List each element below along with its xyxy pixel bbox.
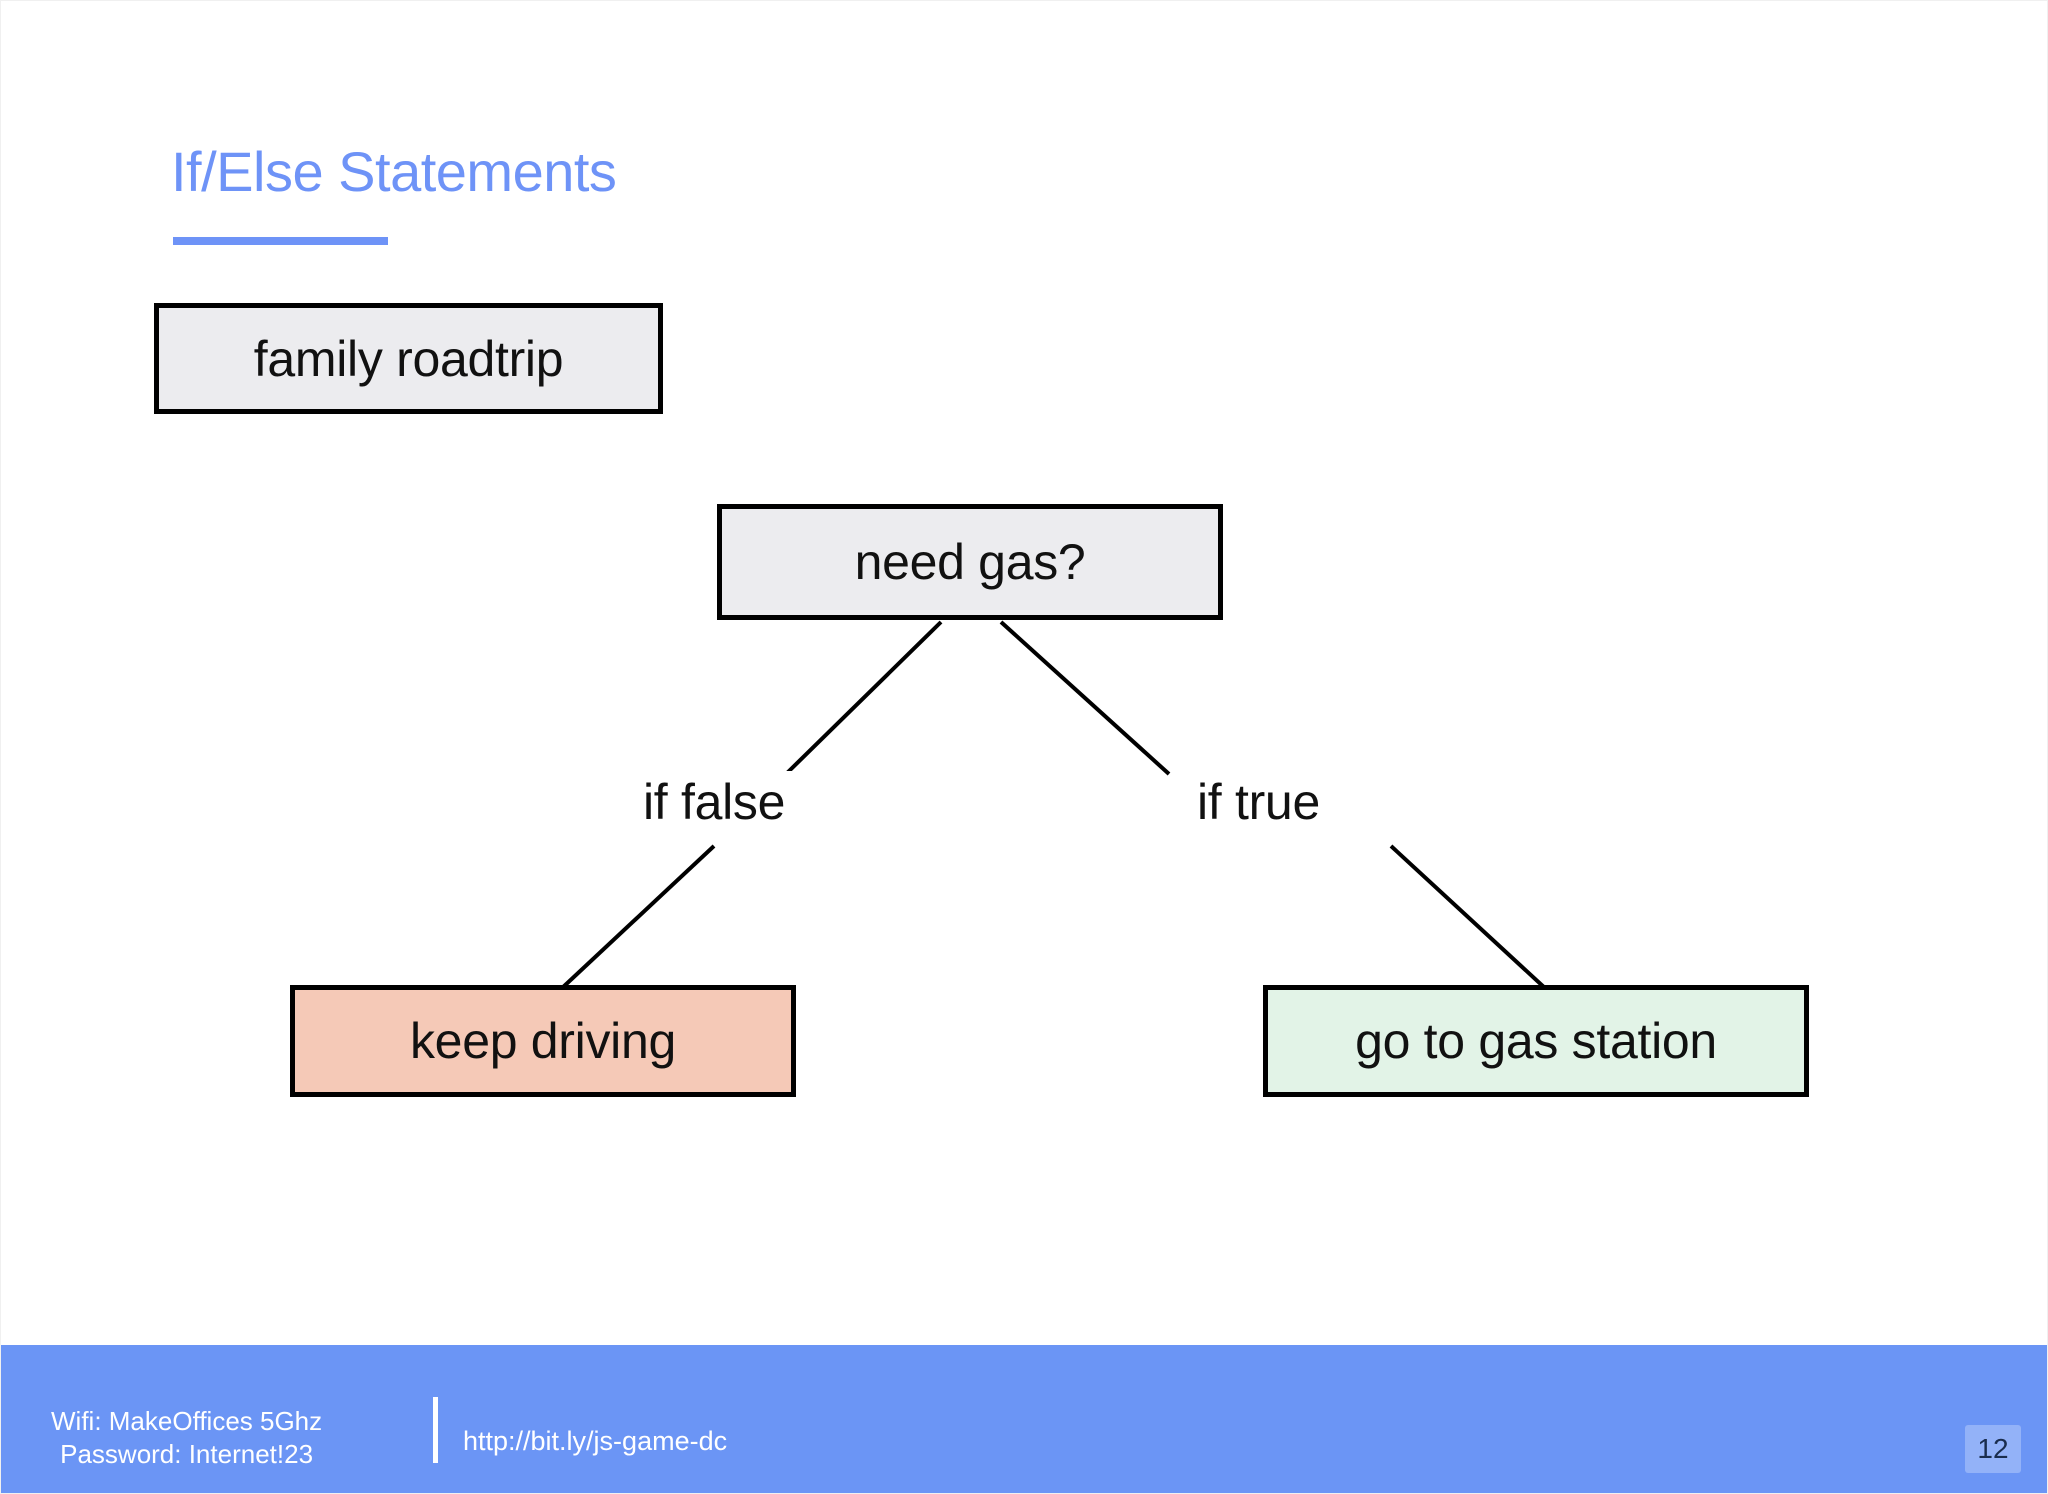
edge-condition-to-true-lower xyxy=(1389,844,1548,991)
flow-node-keep-driving[interactable]: keep driving xyxy=(290,985,796,1097)
edge-condition-to-true-upper xyxy=(999,620,1171,776)
page-number-badge: 12 xyxy=(1965,1425,2021,1473)
flow-node-label: keep driving xyxy=(409,1013,676,1069)
flow-node-label: family roadtrip xyxy=(253,330,564,387)
flow-node-label: need gas? xyxy=(854,534,1086,590)
edge-label-if-false: if false xyxy=(633,771,796,833)
footer-url-link[interactable]: http://bit.ly/js-game-dc xyxy=(463,1426,728,1456)
flow-node-label: go to gas station xyxy=(1355,1013,1717,1069)
edge-condition-to-false-upper xyxy=(784,620,943,776)
title-underline-rule xyxy=(173,237,388,245)
footer-divider xyxy=(433,1397,438,1463)
footer-bar xyxy=(1,1345,2047,1493)
flow-node-need-gas[interactable]: need gas? xyxy=(717,504,1223,620)
footer-wifi-info: Wifi: MakeOffices 5Ghz Password: Interne… xyxy=(51,1405,322,1470)
flow-node-go-to-gas-station[interactable]: go to gas station xyxy=(1263,985,1809,1097)
footer-wifi-network: Wifi: MakeOffices 5Ghz xyxy=(51,1406,323,1436)
edge-condition-to-false-lower xyxy=(559,844,716,991)
page-title: If/Else Statements xyxy=(171,140,617,203)
footer-wifi-password: Password: Internet!23 xyxy=(60,1438,314,1469)
flow-node-family-roadtrip[interactable]: family roadtrip xyxy=(154,303,663,414)
edge-label-if-true: if true xyxy=(1187,771,1330,833)
